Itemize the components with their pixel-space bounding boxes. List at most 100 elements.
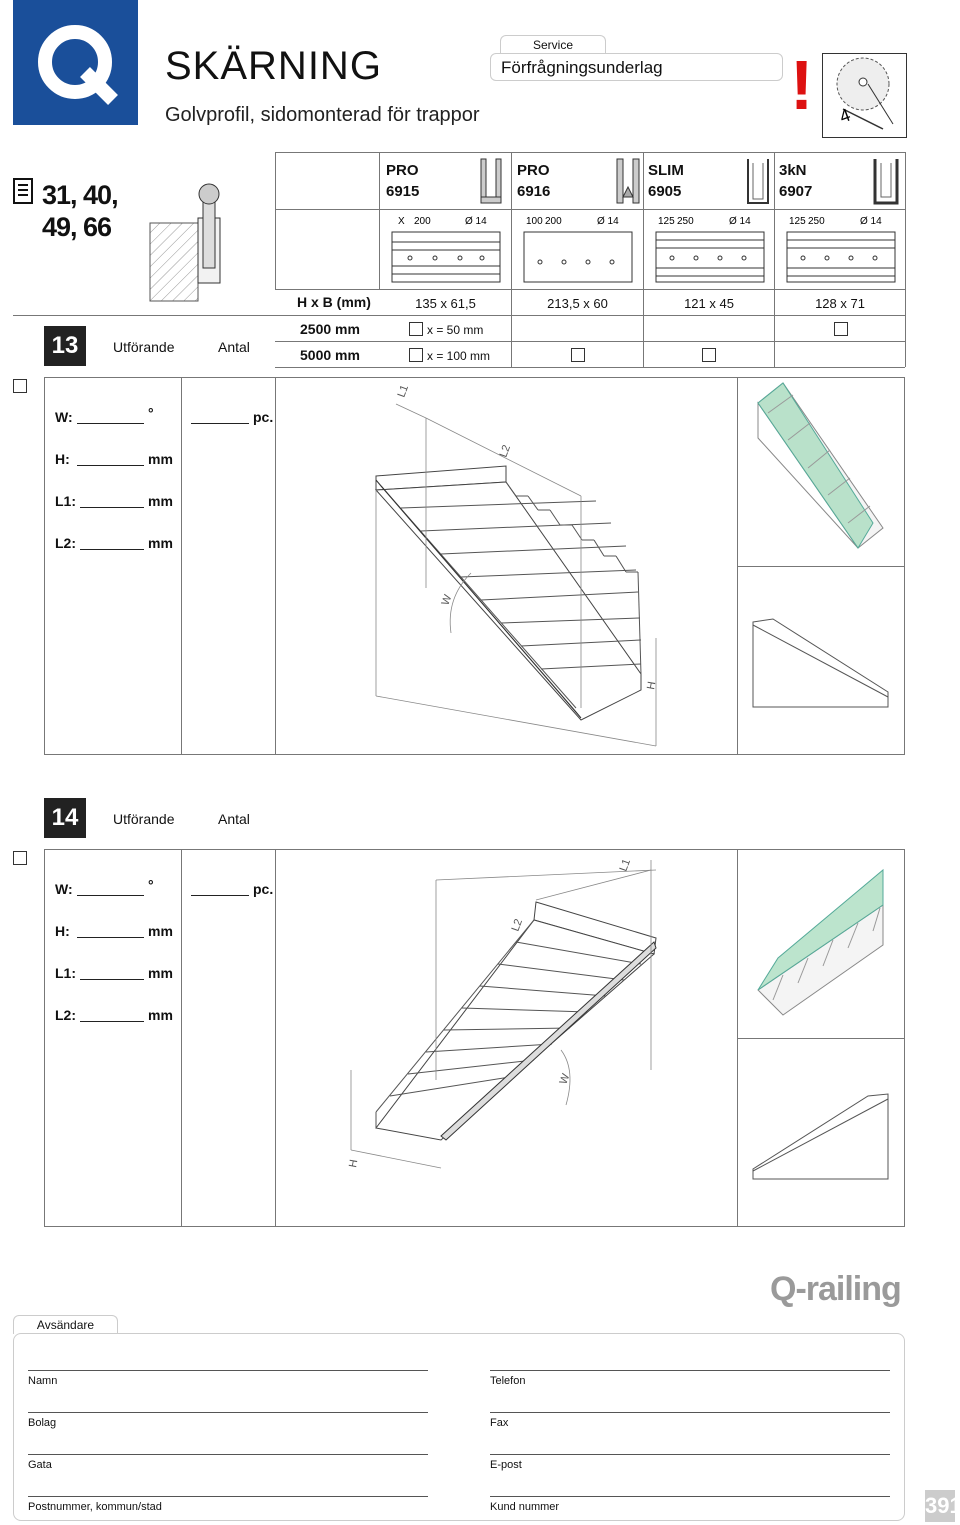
brand-wordmark: Q-railing	[770, 1270, 902, 1308]
degree-symbol: °	[148, 405, 154, 421]
section-13-antal: Antal	[218, 339, 250, 355]
profile-side-14-icon	[738, 1039, 904, 1232]
fax-input[interactable]	[490, 1412, 890, 1413]
l2-label: L2:	[55, 1007, 76, 1023]
l1-unit: mm	[148, 493, 173, 509]
section-14-checkbox[interactable]	[13, 851, 27, 865]
profile-6915-icon	[478, 157, 504, 210]
saw-blade-icon: 4	[822, 53, 907, 138]
product-4-code: 6907	[779, 183, 813, 200]
w-input[interactable]	[77, 423, 144, 424]
h-unit: mm	[148, 451, 173, 467]
checkbox-6905-5000[interactable]	[702, 348, 716, 362]
dim-dia: Ø 14	[860, 216, 882, 227]
dim-125: 125	[658, 216, 675, 227]
postcode-input[interactable]	[28, 1496, 428, 1497]
section-14-antal: Antal	[218, 811, 250, 827]
name-label: Namn	[28, 1375, 58, 1387]
profile-6907-icon	[873, 157, 899, 210]
w-input[interactable]	[77, 895, 144, 896]
drill-pattern-6905: 125 250 Ø 14	[644, 210, 774, 293]
dim-l1-label: L1	[618, 857, 633, 873]
section-13-checkbox[interactable]	[13, 379, 27, 393]
product-1-code: 6915	[386, 183, 420, 200]
product-3-name: SLIM	[648, 162, 684, 179]
staircase-13-drawing: L1 L2 W H	[276, 378, 736, 759]
length-5000: 5000 mm	[300, 347, 360, 363]
dim-x: X	[398, 216, 405, 227]
reference-pages: 31, 40,	[42, 180, 119, 210]
profile-6916-icon	[615, 157, 641, 210]
section-13-utforande: Utförande	[113, 339, 175, 355]
l1-label: L1:	[55, 965, 76, 981]
email-input[interactable]	[490, 1454, 890, 1455]
dim-h-label: H	[645, 681, 658, 691]
pc-input[interactable]	[191, 895, 249, 896]
h-label: H:	[55, 923, 70, 939]
l2-input[interactable]	[80, 1021, 144, 1022]
dim-w-label: W	[558, 1072, 573, 1086]
dim-200: 200	[545, 216, 562, 227]
dim-l1-label: L1	[396, 383, 411, 399]
postcode-label: Postnummer, kommun/stad	[28, 1501, 162, 1513]
service-tab: Service	[500, 35, 606, 54]
glass-railing-13-icon	[738, 378, 904, 571]
dim-dia: Ø 14	[597, 216, 619, 227]
street-label: Gata	[28, 1459, 52, 1471]
brand-logo	[13, 0, 138, 125]
section-13-number: 13	[44, 326, 86, 366]
dim-250: 250	[677, 216, 694, 227]
profile-side-drawing	[148, 178, 248, 313]
l1-input[interactable]	[80, 507, 144, 508]
dim-100: 100	[526, 216, 543, 227]
size-6905: 121 x 45	[684, 296, 734, 311]
company-input[interactable]	[28, 1412, 428, 1413]
pc-input[interactable]	[191, 423, 249, 424]
pc-label: pc.	[253, 409, 274, 425]
h-input[interactable]	[77, 465, 144, 466]
pc-label: pc.	[253, 881, 274, 897]
product-2-code: 6916	[517, 183, 551, 200]
profile-side-13-icon	[738, 567, 904, 760]
l2-label: L2:	[55, 535, 76, 551]
w-label: W:	[55, 409, 73, 425]
length-2500: 2500 mm	[300, 321, 360, 337]
product-3-code: 6905	[648, 183, 682, 200]
customer-number-input[interactable]	[490, 1496, 890, 1497]
size-6915: 135 x 61,5	[415, 296, 476, 311]
name-input[interactable]	[28, 1370, 428, 1371]
glass-railing-14-icon	[738, 850, 904, 1043]
document-icon	[13, 178, 35, 211]
reference-pages-2: 49, 66	[42, 212, 112, 242]
x50-label: x = 50 mm	[427, 323, 484, 337]
checkbox-6916-5000[interactable]	[571, 348, 585, 362]
street-input[interactable]	[28, 1454, 428, 1455]
customer-number-label: Kund nummer	[490, 1501, 560, 1513]
section-14-utforande: Utförande	[113, 811, 175, 827]
l2-input[interactable]	[80, 549, 144, 550]
h-input[interactable]	[77, 937, 144, 938]
section-14-number: 14	[44, 798, 86, 838]
alert-icon: !	[790, 46, 814, 124]
email-label: E-post	[490, 1459, 522, 1471]
x100-label: x = 100 mm	[427, 349, 491, 363]
l1-input[interactable]	[80, 979, 144, 980]
service-label: Förfrågningsunderlag	[490, 53, 783, 81]
dim-200: 200	[414, 216, 431, 227]
checkbox-6915-2500[interactable]	[409, 322, 423, 336]
h-unit: mm	[148, 923, 173, 939]
sender-form	[13, 1333, 905, 1521]
l2-unit: mm	[148, 1007, 173, 1023]
checkbox-6907-2500[interactable]	[834, 322, 848, 336]
l1-unit: mm	[148, 965, 173, 981]
l1-label: L1:	[55, 493, 76, 509]
dim-w-label: W	[440, 593, 455, 607]
dim-l2-label: L2	[498, 443, 513, 459]
page-number: 391	[925, 1490, 960, 1522]
page-title: SKÄRNING	[165, 44, 382, 88]
phone-input[interactable]	[490, 1370, 890, 1371]
product-2-name: PRO	[517, 162, 550, 179]
w-label: W:	[55, 881, 73, 897]
dim-dia: Ø 14	[729, 216, 751, 227]
checkbox-6915-5000[interactable]	[409, 348, 423, 362]
